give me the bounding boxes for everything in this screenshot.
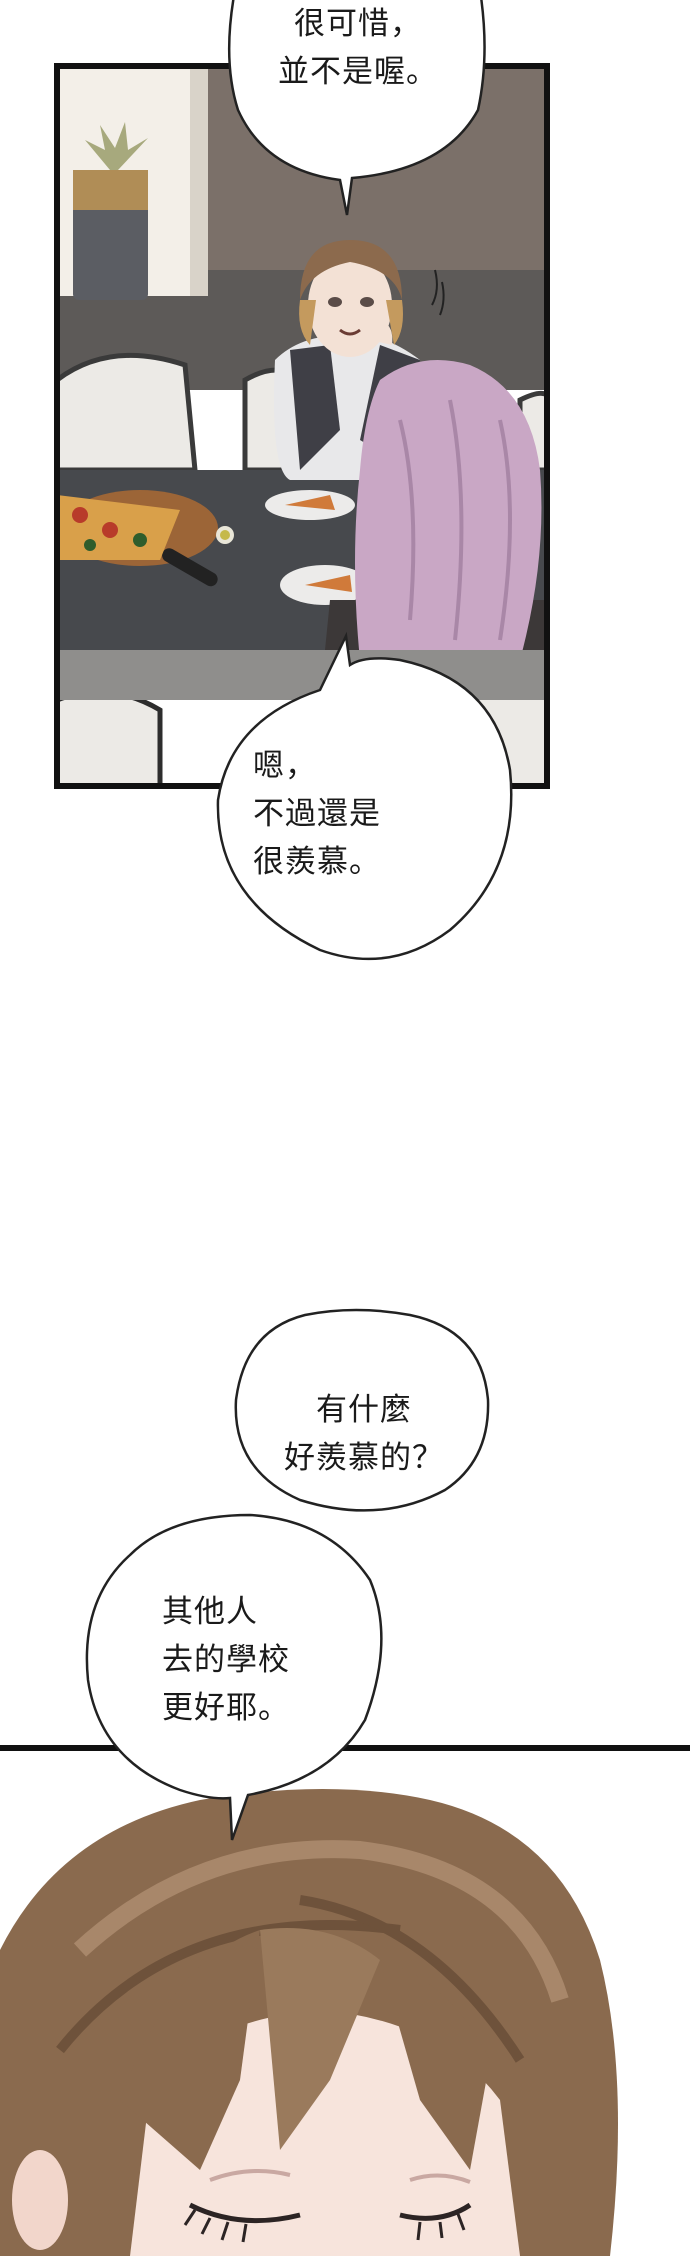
bubble-2-line-3: 很羨慕。: [253, 844, 381, 880]
speech-bubble-1: [227, 0, 486, 216]
panel-closeup: [0, 1745, 690, 2256]
speech-bubble-3: [234, 1308, 490, 1512]
bubble-3-line-2: 好羨慕的？: [284, 1440, 444, 1476]
bubble-2-text: 嗯， 不過還是 很羨慕。: [253, 742, 381, 886]
bubble-3-line-1: 有什麼: [316, 1392, 412, 1428]
bubble-2-line-2: 不過還是: [253, 796, 381, 832]
bubble-4-text: 其他人 去的學校 更好耶。: [162, 1588, 290, 1732]
plant-decoration: [73, 122, 148, 300]
speech-bubble-4: [85, 1513, 383, 1841]
speech-bubble-2: [216, 631, 513, 961]
bubble-4-line-3: 更好耶。: [162, 1690, 290, 1726]
bubble-1-text: 很可惜， 並不是喔。: [258, 0, 458, 96]
bubble-4-line-1: 其他人: [162, 1594, 258, 1630]
bubble-4-line-2: 去的學校: [162, 1642, 290, 1678]
bubble-1-line-2: 並不是喔。: [278, 54, 438, 90]
panel-restaurant: [54, 63, 550, 789]
bubble-1-line-1: 很可惜，: [294, 6, 422, 42]
bubble-2-line-1: 嗯，: [253, 748, 317, 784]
pizza-board: [57, 490, 234, 587]
bubble-3-text: 有什麼 好羨慕的？: [264, 1386, 464, 1482]
